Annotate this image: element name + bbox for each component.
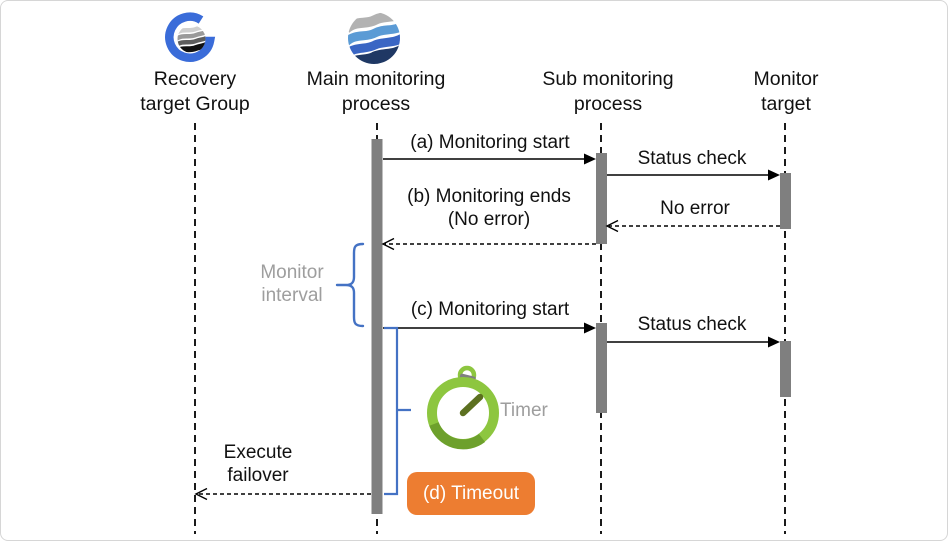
lifeline-header-monitor-target: Monitor target <box>753 68 819 115</box>
open-arrowhead-icon <box>605 219 619 233</box>
arrowhead-icon <box>768 169 780 181</box>
message-no-error-label: No error <box>660 198 730 219</box>
open-arrowhead-icon <box>194 487 208 501</box>
message-b-label: (b) Monitoring ends (No error) <box>407 186 571 230</box>
timer-label: Timer <box>500 400 548 421</box>
message-status-check-2-label: Status check <box>637 314 747 335</box>
arrowhead-icon <box>584 153 596 165</box>
waves-logo-icon <box>348 12 400 64</box>
message-execute-failover-label: Execute failover <box>223 442 293 486</box>
lifeline-header-main-monitoring: Main monitoring process <box>306 68 446 115</box>
message-c-label: (c) Monitoring start <box>410 299 570 320</box>
monitor-interval-label: Monitor interval <box>260 262 324 306</box>
activation-bar-sub-1 <box>596 153 607 244</box>
open-arrowhead-icon <box>381 237 395 251</box>
timer-bracket <box>384 326 411 496</box>
activation-bar-main <box>371 139 383 514</box>
solid-arrows <box>383 158 771 343</box>
activation-bar-target-1 <box>780 173 791 229</box>
stopwatch-icon <box>427 365 499 450</box>
solid-arrowheads <box>584 153 780 348</box>
activation-bars <box>371 139 791 514</box>
message-status-check-1-label: Status check <box>637 148 747 169</box>
lifeline-header-recovery-target-group: Recovery target Group <box>140 68 250 115</box>
monitor-interval-brace <box>335 242 365 328</box>
activation-bar-sub-2 <box>596 323 607 413</box>
group-logo-icon <box>165 12 216 62</box>
arrowhead-icon <box>584 322 596 334</box>
activation-bar-target-2 <box>780 341 791 397</box>
lifeline-header-sub-monitoring: Sub monitoring process <box>542 68 674 115</box>
dashed-arrows <box>194 219 780 501</box>
message-a-label: (a) Monitoring start <box>410 132 570 153</box>
timeout-badge: (d) Timeout <box>407 472 535 515</box>
arrowhead-icon <box>768 336 780 348</box>
